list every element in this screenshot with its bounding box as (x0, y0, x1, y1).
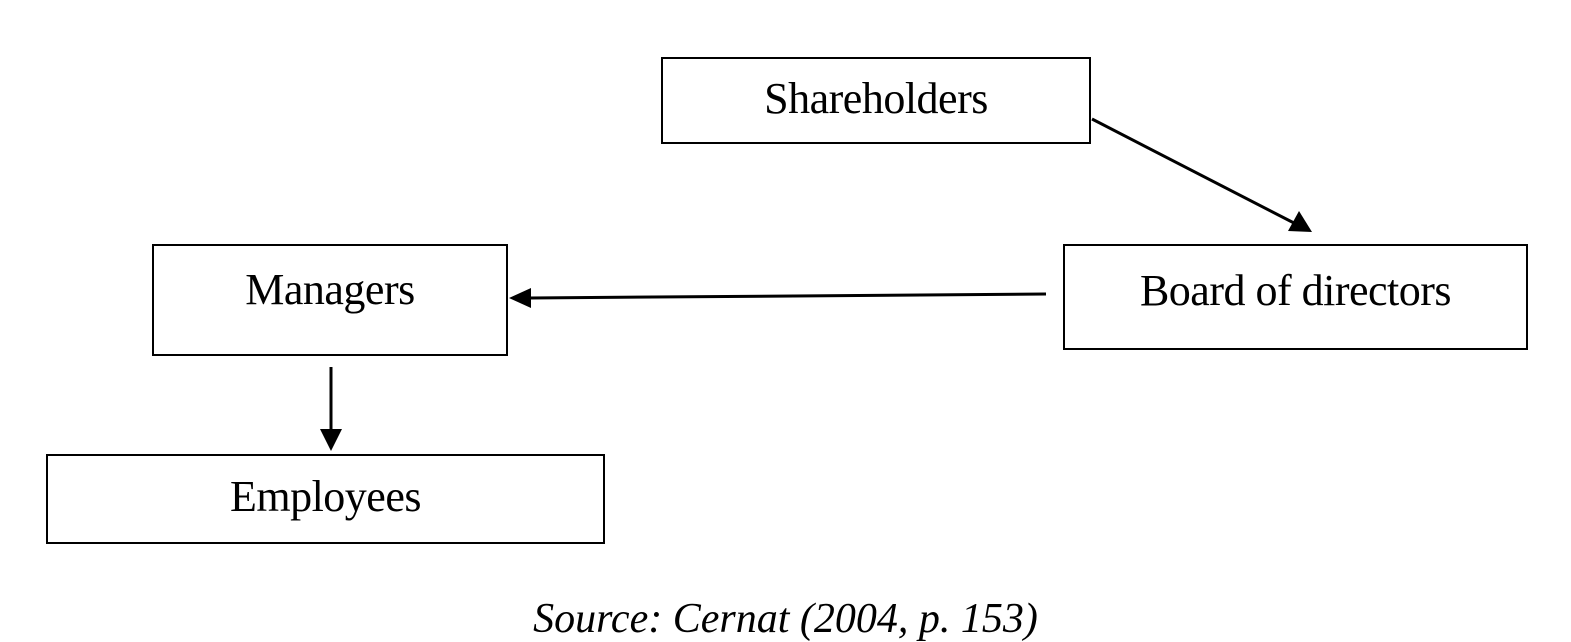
node-board-of-directors-label: Board of directors (1139, 266, 1452, 315)
node-board-of-directors: Board of directors (1063, 244, 1528, 350)
arrowhead-managers-to-employees (320, 429, 342, 451)
node-employees: Employees (46, 454, 605, 544)
arrowhead-board-to-managers (509, 288, 531, 308)
arrowhead-shareholders-to-board (1288, 211, 1312, 232)
arrow-shareholders-to-board (1091, 117, 1295, 225)
node-employees-label: Employees (229, 472, 422, 521)
node-managers-label: Managers (245, 265, 415, 314)
arrow-board-to-managers (529, 292, 1047, 300)
source-caption: Source: Cernat (2004, p. 153) (533, 596, 1038, 642)
node-managers: Managers (152, 244, 508, 356)
node-shareholders: Shareholders (661, 57, 1091, 144)
node-shareholders-label: Shareholders (764, 73, 988, 123)
